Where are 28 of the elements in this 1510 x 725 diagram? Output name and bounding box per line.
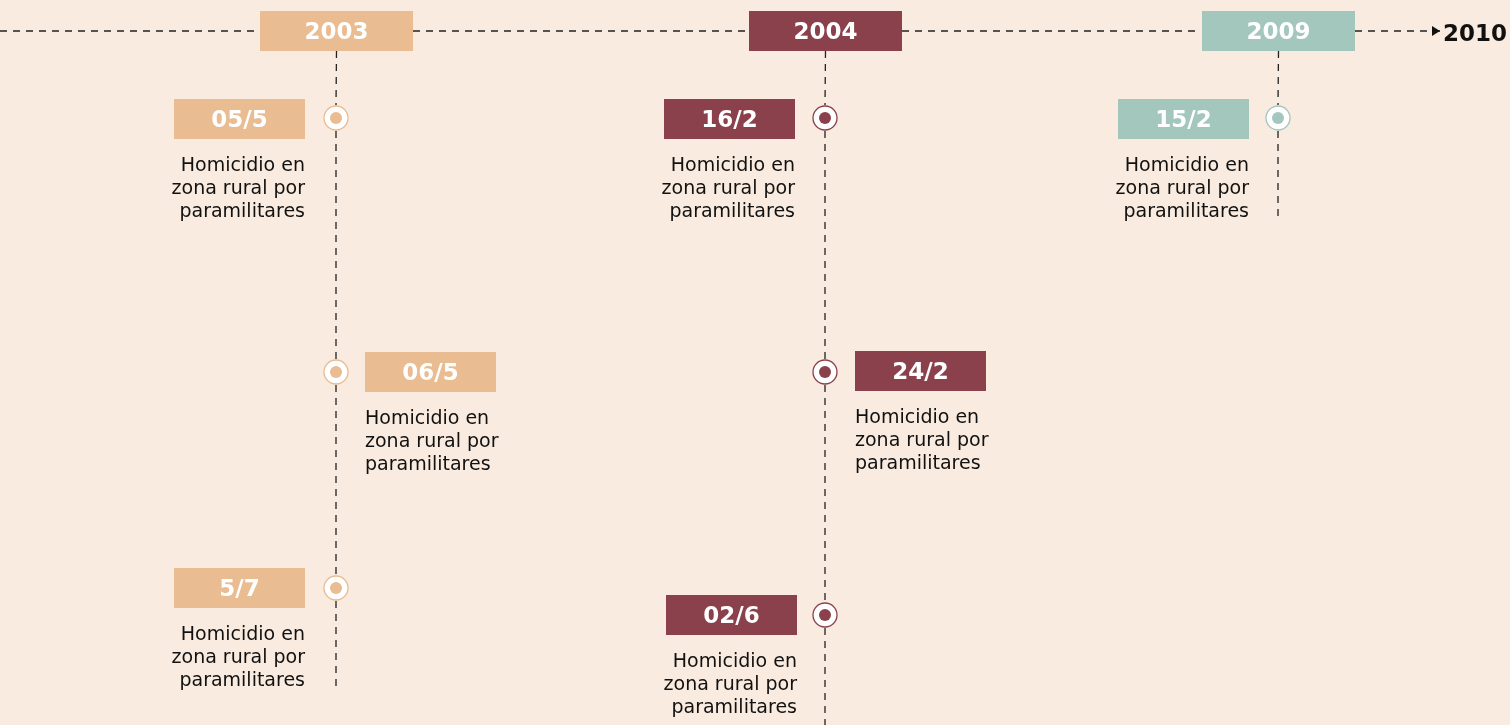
date-label: 16/2 bbox=[664, 99, 795, 139]
date-label: 05/5 bbox=[174, 99, 305, 139]
event-description: Homicidio en zona rural por paramilitares bbox=[1114, 153, 1249, 222]
date-label: 06/5 bbox=[365, 352, 496, 392]
dashed-line bbox=[1277, 50, 1280, 106]
dashed-line bbox=[824, 627, 826, 725]
event-description: Homicidio en zona rural por paramilitares bbox=[855, 405, 990, 474]
date-label: 5/7 bbox=[174, 568, 305, 608]
date-label: 15/2 bbox=[1118, 99, 1249, 139]
event-description: Homicidio en zona rural por paramilitares bbox=[170, 153, 305, 222]
event-description: Homicidio en zona rural por paramilitares bbox=[170, 622, 305, 691]
event-description: Homicidio en zona rural por paramilitares bbox=[660, 153, 795, 222]
year-label: 2010 bbox=[1443, 19, 1509, 47]
dashed-line bbox=[824, 50, 827, 106]
dashed-line bbox=[824, 130, 826, 360]
year-label: 2004 bbox=[749, 11, 902, 51]
event-description: Homicidio en zona rural por paramilitares bbox=[365, 406, 500, 475]
dashed-line bbox=[335, 130, 337, 360]
date-label: 24/2 bbox=[855, 351, 986, 391]
dashed-line bbox=[335, 384, 337, 576]
dashed-line bbox=[412, 30, 747, 32]
date-label: 02/6 bbox=[666, 595, 797, 635]
year-label: 2003 bbox=[260, 11, 413, 51]
dashed-line bbox=[335, 50, 338, 106]
event-description: Homicidio en zona rural por paramilitares bbox=[662, 649, 797, 718]
dashed-line bbox=[824, 384, 826, 603]
arrow bbox=[1354, 26, 1441, 36]
year-label: 2009 bbox=[1202, 11, 1355, 51]
